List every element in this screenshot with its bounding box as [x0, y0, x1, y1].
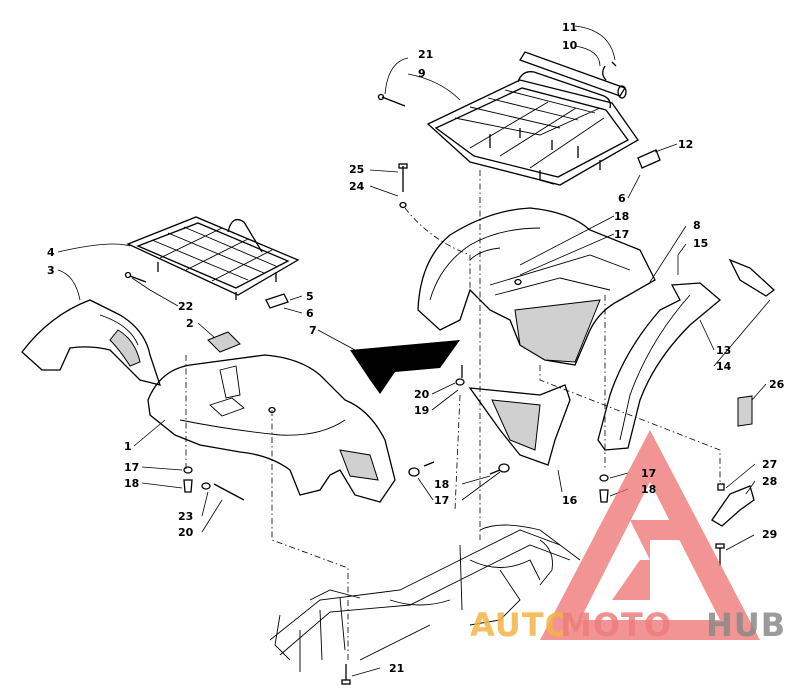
callout-5: 5 — [306, 290, 314, 303]
callout-3: 3 — [47, 264, 55, 277]
callout-13: 13 — [716, 344, 731, 357]
pad-2 — [207, 331, 241, 353]
callout-20-mid: 20 — [414, 388, 430, 401]
callout-12: 12 — [678, 138, 693, 151]
callout-9: 9 — [418, 67, 426, 80]
watermark-auto: AUTO — [470, 606, 573, 644]
frame — [269, 524, 581, 672]
watermark-g-mark — [612, 520, 680, 600]
callout-17-left: 17 — [124, 461, 139, 474]
center-lines — [185, 170, 721, 660]
callout-22: 22 — [178, 300, 193, 313]
callout-4: 4 — [47, 246, 55, 259]
callout-18-mid: 18 — [434, 478, 449, 491]
front-fender — [147, 354, 396, 503]
watermark-logo — [540, 430, 760, 640]
callout-7: 7 — [309, 324, 317, 337]
callout-14: 14 — [716, 360, 732, 373]
bracket-14 — [728, 258, 776, 297]
callout-1: 1 — [124, 440, 132, 453]
callout-24: 24 — [349, 180, 365, 193]
callout-20-left: 20 — [178, 526, 194, 539]
watermark-triangle — [540, 430, 760, 640]
watermark-text: AUTO MOTO HUB — [470, 606, 786, 644]
rear-rack — [426, 71, 639, 186]
callout-15: 15 — [693, 237, 708, 250]
callout-27: 27 — [762, 458, 777, 471]
callout-21-bottom: 21 — [389, 662, 404, 675]
callout-labels: 11 10 21 9 12 25 24 6 18 17 8 15 4 3 22 … — [47, 21, 785, 675]
callout-10: 10 — [562, 39, 578, 52]
front-flap — [21, 299, 161, 386]
callout-16: 16 — [562, 494, 578, 507]
watermark-moto: MOTO — [560, 606, 672, 644]
fender-flare-13 — [597, 282, 722, 451]
callout-26: 26 — [769, 378, 785, 391]
callout-28: 28 — [762, 475, 777, 488]
callout-25: 25 — [349, 163, 364, 176]
front-rack — [126, 216, 300, 300]
callout-11: 11 — [562, 21, 577, 34]
pad-5 — [265, 293, 289, 309]
callout-19: 19 — [414, 404, 429, 417]
callout-17-mid: 17 — [434, 494, 449, 507]
callout-17-top: 17 — [614, 228, 629, 241]
rear-fender — [417, 207, 656, 366]
callout-6-left: 6 — [306, 307, 314, 320]
callout-18-left: 18 — [124, 477, 139, 490]
reflector-26 — [737, 395, 753, 427]
grab-bar — [519, 51, 627, 99]
callout-29: 29 — [762, 528, 777, 541]
callout-21-top: 21 — [418, 48, 433, 61]
watermark-hub: HUB — [706, 606, 786, 644]
rear-flap-16 — [468, 384, 571, 466]
callout-17-right: 17 — [641, 467, 656, 480]
clip-12 — [637, 149, 661, 169]
fasteners — [124, 93, 725, 685]
callout-6-top: 6 — [618, 192, 626, 205]
bracket-28 — [711, 485, 755, 527]
callout-18-top: 18 — [614, 210, 629, 223]
side-panel-7 — [350, 340, 460, 394]
callout-23: 23 — [178, 510, 193, 523]
callout-18-right: 18 — [641, 483, 656, 496]
callout-2: 2 — [186, 317, 194, 330]
callout-8: 8 — [693, 219, 701, 232]
